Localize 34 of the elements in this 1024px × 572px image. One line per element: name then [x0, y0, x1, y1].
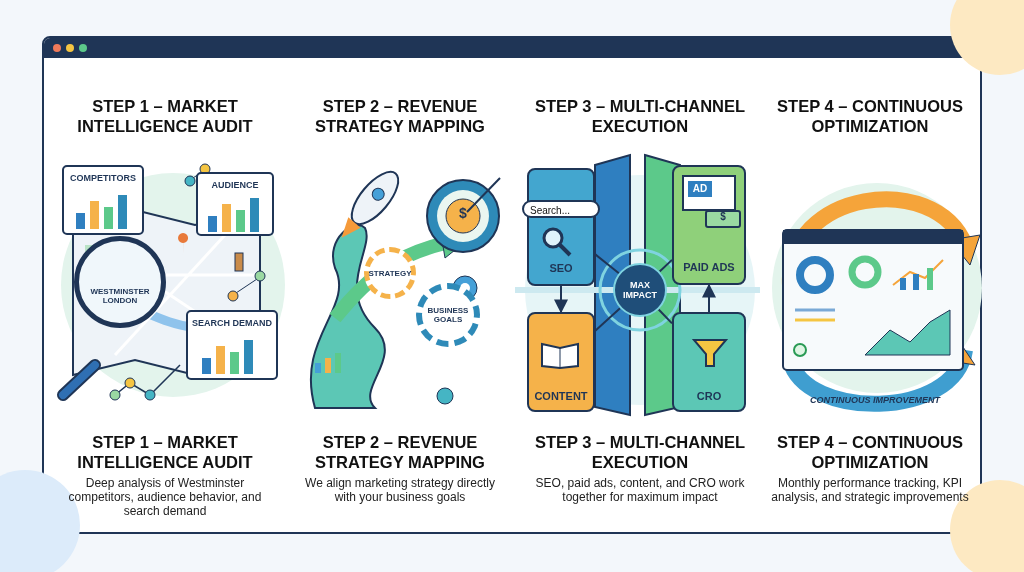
- step-heading: STEP 3 – MULTI-CHANNEL EXECUTION: [533, 432, 747, 472]
- step-heading: STEP 1 – MARKET INTELLIGENCE AUDIT: [76, 96, 254, 136]
- search-field: Search...: [522, 200, 600, 218]
- step-description: SEO, paid ads, content, and CRO work together for maximum impact: [535, 476, 745, 504]
- node-label: WESTMINSTER LONDON: [89, 287, 151, 305]
- step-heading: STEP 4 – CONTINUOUS OPTIMIZATION: [776, 432, 964, 472]
- step-description: We align marketing strategy directly with your business goals: [304, 476, 496, 504]
- connector-line: [657, 308, 673, 325]
- node-label: COMPETITORS: [70, 173, 136, 183]
- node-label: STRATEGY: [368, 268, 412, 278]
- node-label: PAID ADS: [683, 261, 735, 273]
- step-description: Monthly performance tracking, KPI analysis, and strategic improvements: [770, 476, 970, 504]
- step-heading: STEP 1 – MARKET INTELLIGENCE AUDIT: [76, 432, 254, 472]
- step-heading: STEP 2 – REVENUE STRATEGY MAPPING: [314, 96, 486, 136]
- arrow: [702, 283, 716, 313]
- dollar-sign: $: [458, 205, 468, 221]
- step-heading: STEP 4 – CONTINUOUS OPTIMIZATION: [776, 96, 964, 136]
- connector-line: [658, 258, 673, 273]
- node-label: MAX IMPACT: [622, 280, 658, 300]
- node-label: BUSINESS GOALS: [426, 306, 470, 324]
- step-description: Deep analysis of Westminster competitors, audience behavior, and search demand: [67, 476, 263, 518]
- connector-line: [594, 253, 620, 275]
- node-label: CRO: [696, 390, 722, 402]
- arrow: [554, 285, 568, 314]
- step-heading: STEP 2 – REVENUE STRATEGY MAPPING: [314, 432, 486, 472]
- node-label: SEARCH DEMAND: [192, 318, 272, 328]
- channel-card: [672, 312, 746, 412]
- node-label: AUDIENCE: [211, 180, 259, 190]
- ad-label: AD: [688, 181, 712, 197]
- connector-line: [594, 307, 622, 332]
- dollar-sign: $: [719, 211, 727, 222]
- node-label: CONTENT: [534, 390, 588, 402]
- node-label: SEO: [549, 262, 573, 274]
- step-heading: STEP 3 – MULTI-CHANNEL EXECUTION: [533, 96, 747, 136]
